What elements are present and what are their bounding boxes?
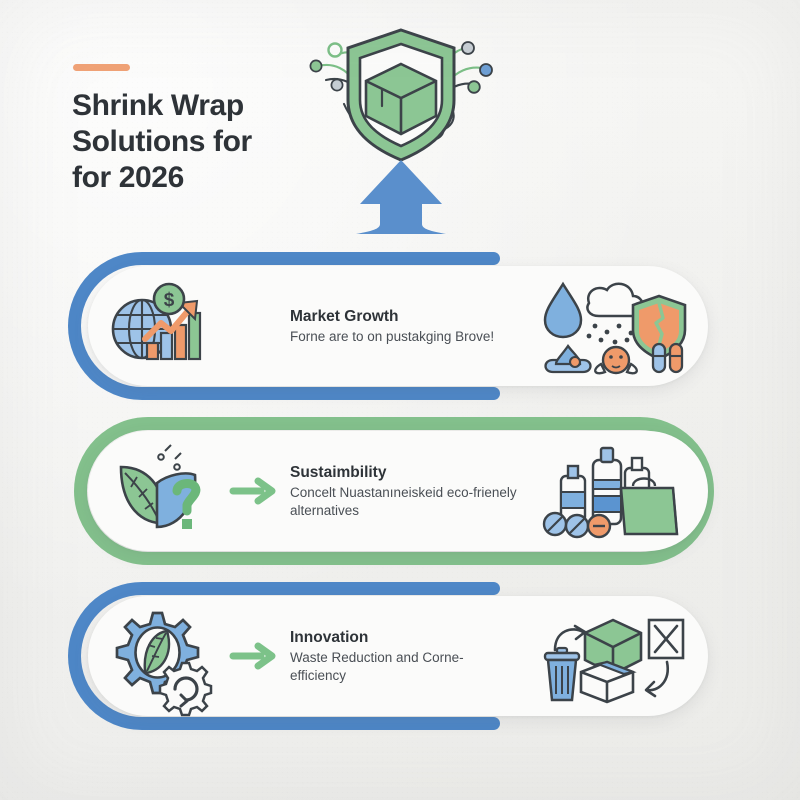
network-dot [309, 59, 323, 73]
leaves-question-mark-icon [102, 441, 220, 541]
page-title: Shrink Wrap Solutions for for 2026 [72, 88, 322, 196]
network-dot [467, 80, 481, 94]
card-heading: Innovation [290, 628, 369, 646]
recycle-gear-icon [158, 661, 213, 717]
card-heading: Market Growth [290, 307, 399, 325]
water-dust-shield-protection-icons [534, 274, 694, 378]
upward-arrow-icon [356, 160, 446, 234]
white-box-icon [579, 660, 637, 704]
trash-bin-icon [543, 646, 581, 702]
water-droplet-icon [543, 281, 583, 339]
card-sustainability[interactable]: Sustaimbility Concelt Nuastanıneiskeid e… [0, 411, 800, 576]
hero-illustration [296, 8, 506, 236]
svg-text:$: $ [164, 290, 175, 311]
page-title-line-3: for 2026 [72, 161, 184, 194]
card-text: Market Growth Forne are to on pustakging… [286, 307, 534, 346]
page-title-line-2: Solutions for [72, 125, 252, 158]
trash-box-reject-recycle-icons [534, 604, 694, 708]
dust-particles [586, 323, 634, 345]
card-market-growth[interactable]: $ Market Growth Forne are to on pustakgi… [0, 246, 800, 411]
card-description: Waste Reduction and Corne- efficiency [290, 649, 464, 683]
card-body[interactable]: Innovation Waste Reduction and Corne- ef… [88, 596, 708, 717]
globe-dollar-growth-chart-icon: $ [102, 276, 220, 376]
card-arrow-icon [220, 642, 286, 670]
reject-x-icon [647, 618, 685, 660]
package-box-icon [364, 62, 438, 136]
card-text: Innovation Waste Reduction and Corne- ef… [286, 628, 534, 685]
network-dot [461, 41, 475, 55]
capsule-pills-icon [651, 342, 684, 374]
bottles-shopping-bag-icon [534, 439, 694, 543]
gear-leaf-recycle-icon [102, 606, 220, 717]
page-title-line-1: Shrink Wrap [72, 89, 244, 122]
shopping-bag-icon [619, 486, 679, 536]
arrow-down-curve [645, 660, 669, 692]
cards-list: $ Market Growth Forne are to on pustakgi… [0, 246, 800, 741]
card-arrow-icon [220, 477, 286, 505]
network-dot [479, 63, 493, 77]
accent-bar [73, 64, 130, 71]
network-dot [330, 78, 344, 92]
card-innovation[interactable]: Innovation Waste Reduction and Corne- ef… [0, 576, 800, 741]
card-text: Sustaimbility Concelt Nuastanıneiskeid e… [286, 463, 534, 520]
card-body[interactable]: $ Market Growth Forne are to on pustakgi… [88, 266, 708, 386]
arrow-up-curve [553, 628, 585, 652]
network-dot [327, 42, 343, 58]
card-description: Forne are to on pustakging Brove! [290, 328, 495, 344]
card-description: Concelt Nuastanıneiskeid eco-frienely al… [290, 484, 517, 518]
wave-container-icon [544, 344, 592, 374]
card-body[interactable]: Sustaimbility Concelt Nuastanıneiskeid e… [88, 431, 708, 551]
winged-ball-icon [594, 345, 638, 375]
card-heading: Sustaimbility [290, 463, 387, 481]
